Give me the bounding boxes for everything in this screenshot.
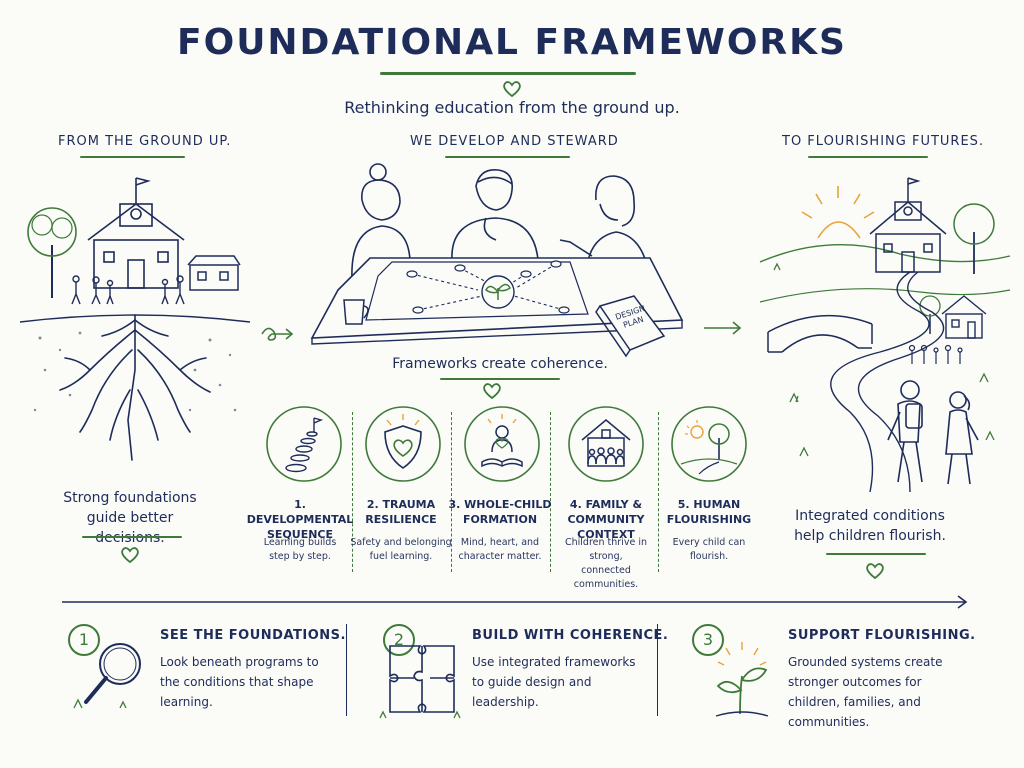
step-description: Look beneath programs to the conditions … [160, 655, 319, 709]
step-divider [657, 624, 658, 716]
magnifying-glass-icon [73, 643, 141, 709]
school-roots-illustration [19, 177, 251, 461]
right-caption: Integrated conditions help children flou… [794, 508, 946, 544]
left-caption: Strong foundations guide better decision… [63, 490, 197, 546]
person-reading-icon [464, 406, 540, 482]
pillar-description: Mind, heart, and character matter. [458, 537, 542, 562]
small-house-icon [187, 255, 241, 291]
school-icon [87, 177, 185, 289]
title-underline [380, 72, 636, 75]
girl-walking-icon [945, 391, 979, 485]
page-title: FOUNDATIONAL FRAMEWORKS [177, 22, 847, 63]
tree-icon [27, 207, 77, 298]
step-number: 2 [383, 624, 415, 656]
step-number: 1 [68, 624, 100, 656]
sprout-icon [485, 283, 511, 300]
heart-icon [866, 563, 884, 580]
pillar-title: 1. DEVELOPMENTAL SEQUENCE [246, 498, 354, 541]
center-heading: WE DEVELOP AND STEWARD [410, 134, 619, 149]
tree-sun-icon [671, 406, 747, 482]
step-title: SUPPORT FLOURISHING. [788, 628, 976, 643]
mug-icon [343, 299, 369, 325]
right-caption-underline [826, 553, 926, 555]
pillar-divider [352, 412, 353, 572]
left-caption-underline [82, 536, 182, 538]
pillar-divider [451, 412, 452, 572]
step-divider [346, 624, 347, 716]
curl-arrow-icon [261, 327, 294, 341]
pillar-description: Safety and belonging fuel learning. [350, 537, 452, 562]
right-arrow-icon [704, 321, 742, 335]
pillar-description: Every child can flourish. [672, 537, 746, 562]
team-planning-illustration [310, 163, 684, 358]
boy-walking-icon [887, 380, 923, 483]
pillar-title: 2. TRAUMA RESILIENCE [365, 498, 437, 526]
people-icon [71, 275, 185, 305]
sun-icon [801, 186, 875, 239]
heart-icon [503, 81, 521, 98]
bridge-icon [767, 314, 873, 353]
tree-icon [953, 203, 995, 274]
step-title: SEE THE FOUNDATIONS. [160, 628, 346, 643]
man-center-icon [451, 169, 539, 261]
heart-icon [483, 383, 501, 400]
pillar-title: 3. WHOLE-CHILD FORMATION [448, 498, 552, 526]
pillar-description: Children thrive in strong, connected com… [565, 537, 647, 590]
center-caption: Frameworks create coherence. [392, 356, 608, 372]
house-family-icon [568, 406, 644, 482]
step-title: BUILD WITH COHERENCE. [472, 628, 669, 643]
roots-icon [59, 314, 211, 461]
timeline-arrow [62, 595, 968, 609]
sprout-icon [715, 642, 769, 717]
flourishing-landscape-illustration [759, 177, 1011, 493]
shield-heart-icon [365, 406, 441, 482]
pillar-description: Learning builds step by step. [263, 537, 337, 562]
pillar-divider [658, 412, 659, 572]
step-description: Use integrated frameworks to guide desig… [472, 655, 636, 709]
pillar-title: 4. FAMILY & COMMUNITY CONTEXT [567, 498, 645, 541]
center-caption-underline [440, 378, 560, 380]
left-heading-underline [80, 156, 185, 158]
page-subtitle: Rethinking education from the ground up. [344, 98, 680, 117]
pillar-divider [550, 412, 551, 572]
design-plan-book [595, 295, 666, 358]
left-heading: FROM THE GROUND UP. [58, 134, 232, 149]
stepping-stones-icon [266, 406, 342, 482]
pillar-title: 5. HUMAN FLOURISHING [666, 498, 752, 526]
right-heading: TO FLOURISHING FUTURES. [782, 134, 985, 149]
center-heading-underline [445, 156, 570, 158]
heart-icon [121, 547, 139, 564]
step-description: Grounded systems create stronger outcome… [788, 655, 943, 729]
tree-icon [919, 295, 941, 334]
house-icon [941, 295, 987, 339]
school-icon [869, 177, 947, 273]
right-heading-underline [808, 156, 928, 158]
step-number: 3 [692, 624, 724, 656]
puzzle-icon [379, 645, 461, 719]
